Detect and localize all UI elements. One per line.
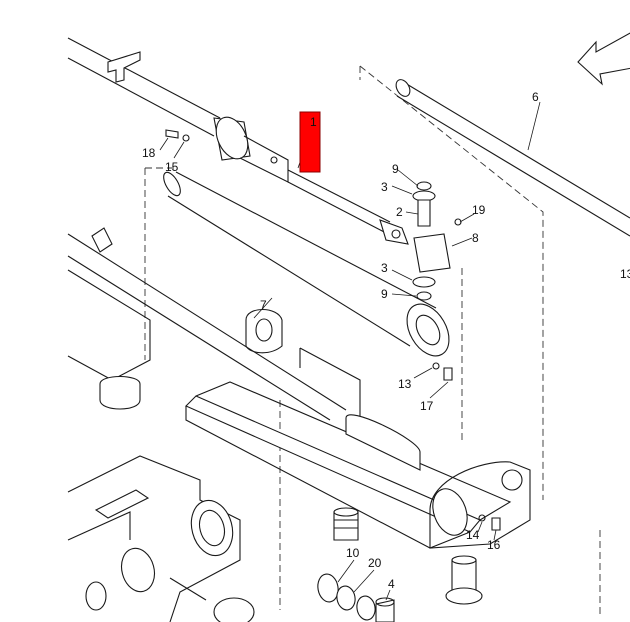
callout-1: 1 bbox=[310, 115, 317, 129]
callout-3-lower: 3 bbox=[381, 261, 388, 275]
callout-18: 18 bbox=[142, 146, 156, 160]
leader-lines bbox=[159, 101, 541, 601]
part-1-highlight bbox=[299, 111, 321, 173]
callout-13-edge: 13 bbox=[620, 267, 630, 281]
callout-labels: 1 6 9 3 2 19 8 3 9 13 7 13 17 18 15 14 1… bbox=[142, 90, 630, 591]
hardware-parts bbox=[165, 129, 501, 531]
cylinder-part-1 bbox=[67, 37, 409, 245]
callout-19: 19 bbox=[472, 203, 486, 217]
callout-14: 14 bbox=[466, 528, 480, 542]
rings-and-bushing bbox=[317, 573, 395, 622]
callout-17: 17 bbox=[420, 399, 434, 413]
tube-part-6 bbox=[395, 79, 630, 237]
callout-10: 10 bbox=[346, 546, 360, 560]
tube-part-7 bbox=[163, 171, 450, 357]
direction-arrow-icon bbox=[577, 32, 630, 86]
callout-8: 8 bbox=[472, 231, 479, 245]
callout-7: 7 bbox=[260, 298, 267, 312]
housing-block bbox=[67, 455, 255, 622]
callout-16: 16 bbox=[487, 538, 501, 552]
frame-structure bbox=[67, 227, 361, 421]
lower-actuators bbox=[333, 507, 483, 605]
callout-15: 15 bbox=[165, 160, 179, 174]
callout-6: 6 bbox=[532, 90, 539, 104]
chassis-beam bbox=[185, 381, 531, 549]
callout-20: 20 bbox=[368, 556, 382, 570]
callout-4: 4 bbox=[388, 577, 395, 591]
callout-9-lower: 9 bbox=[381, 287, 388, 301]
callout-2: 2 bbox=[396, 205, 403, 219]
callout-3-upper: 3 bbox=[381, 180, 388, 194]
callout-9-upper: 9 bbox=[392, 162, 399, 176]
callout-13: 13 bbox=[398, 377, 412, 391]
